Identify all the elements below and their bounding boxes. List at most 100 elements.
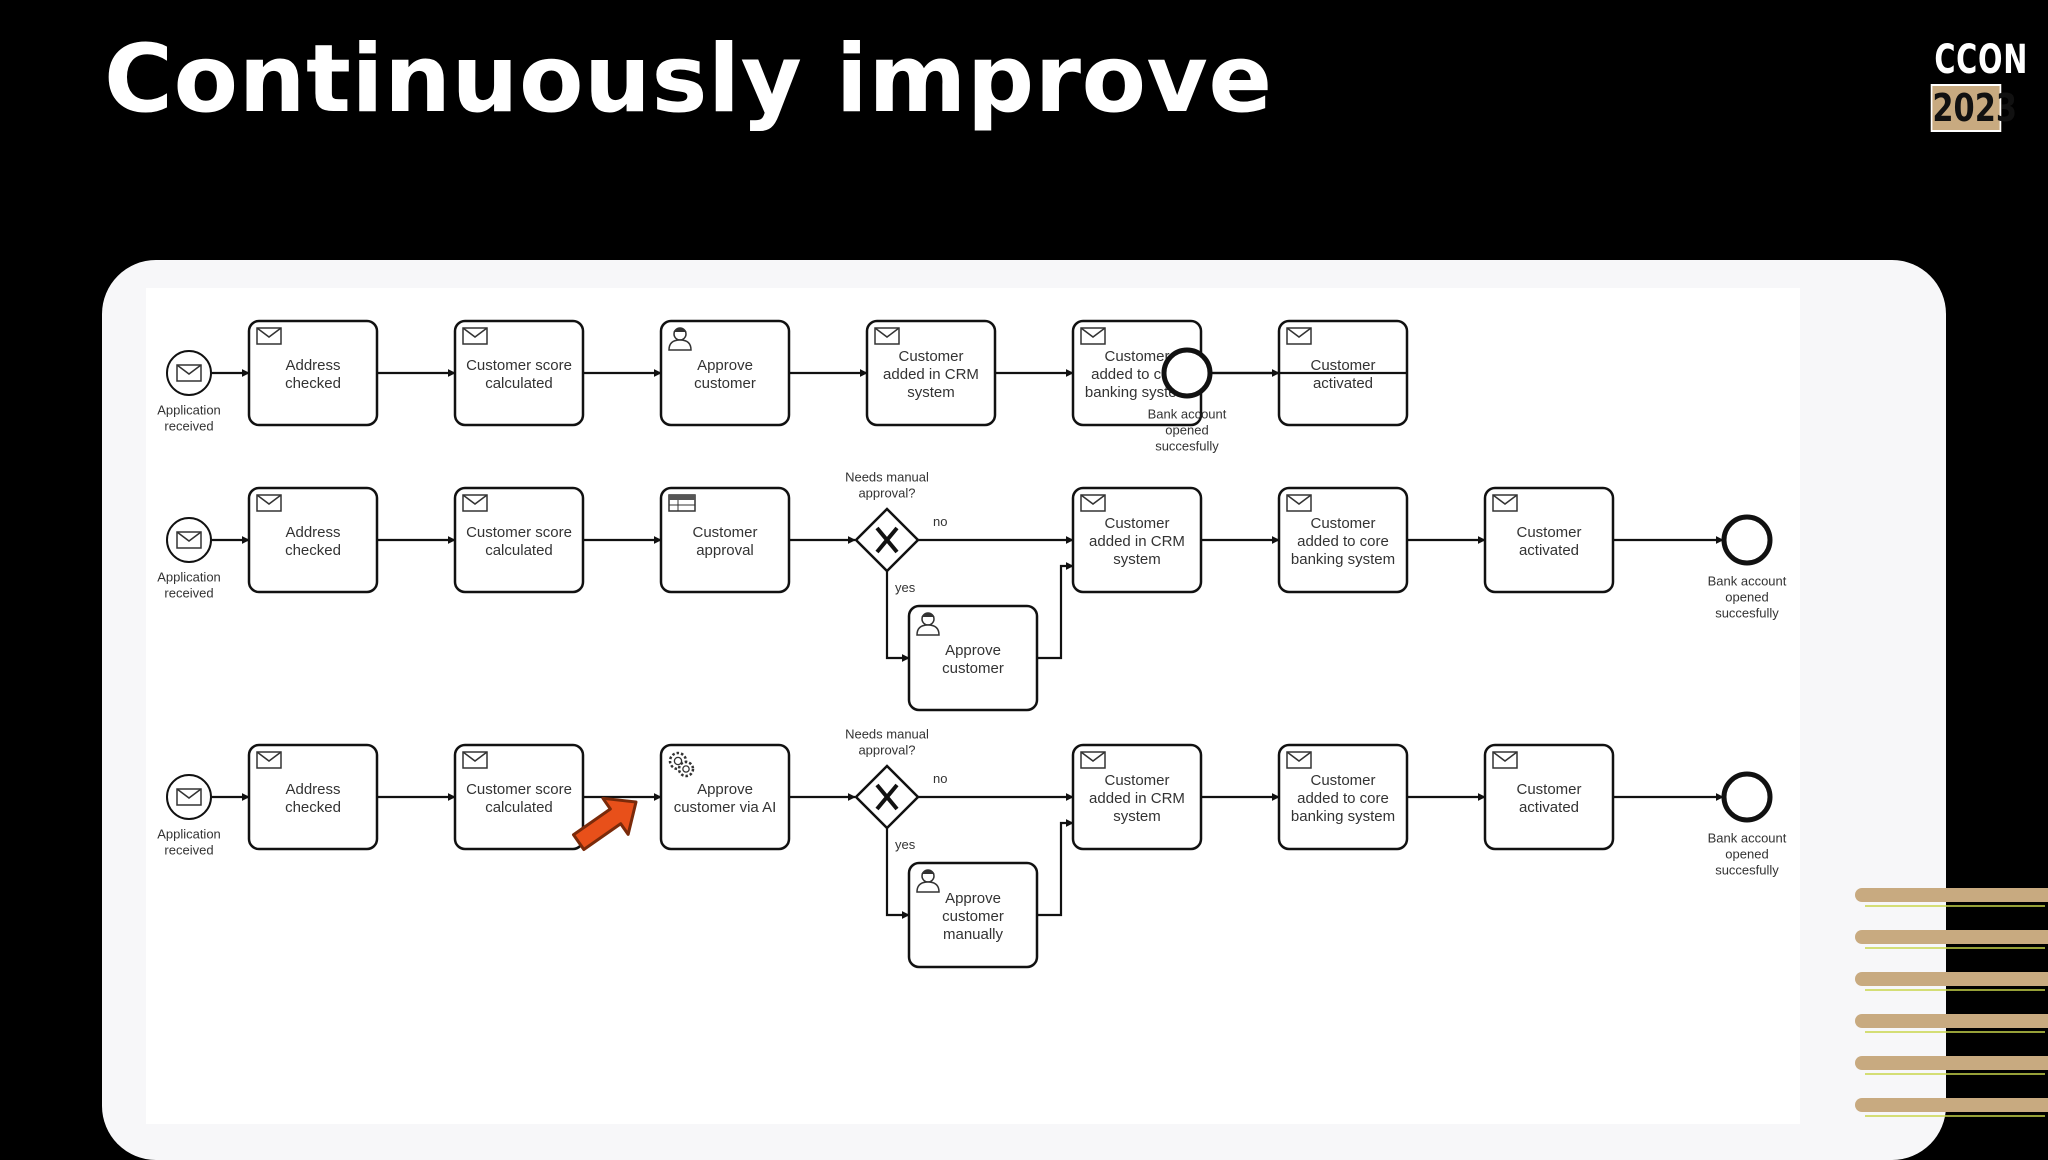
end-event-label-line: opened [1165, 422, 1208, 437]
task-label-line: Approve [945, 890, 1001, 907]
user-icon [668, 327, 692, 351]
task-label-line: Customer [1310, 515, 1375, 532]
task-label-line: calculated [485, 375, 553, 392]
end-event [1721, 514, 1773, 566]
gateway-yes-label: yes [895, 580, 916, 595]
task-label-line: calculated [485, 799, 553, 816]
gateway-label-line: Needs manual [845, 726, 929, 741]
deco-stripe [1855, 972, 2048, 986]
envelope-icon [256, 494, 282, 512]
envelope-flap [256, 494, 282, 505]
deco-stripe [1855, 1098, 2048, 1112]
envelope-flap [1492, 494, 1518, 505]
envelope-icon [1080, 751, 1106, 769]
gateway-no-label: no [933, 514, 947, 529]
task-label-line: Approve [697, 781, 753, 798]
gateway-label-line: approval? [858, 742, 915, 757]
end-event-label-line: opened [1725, 589, 1768, 604]
ccon-logo: CCON 2023 [1922, 36, 2027, 132]
envelope-icon [1286, 494, 1312, 512]
user-hair [921, 870, 935, 875]
task-label-line: added in CRM [1089, 533, 1185, 550]
envelope-icon [462, 751, 488, 769]
envelope-flap [1286, 494, 1312, 505]
end-event-label-line: succesfully [1155, 438, 1219, 453]
task-label-line: Customer [1104, 515, 1169, 532]
task-label-line: Customer [1310, 357, 1375, 374]
start-event-label-line: Application [157, 826, 221, 841]
deco-stripe [1855, 888, 2048, 902]
end-event-label-line: Bank account [1148, 406, 1227, 421]
task-label-line: Customer score [466, 781, 572, 798]
envelope-flap [1286, 751, 1312, 762]
gateway-label-line: approval? [858, 485, 915, 500]
task-label-line: added in CRM [1089, 790, 1185, 807]
gateway-no-label: no [933, 771, 947, 786]
start-event-label-line: Application [157, 402, 221, 417]
gateway-x-mark [875, 526, 899, 554]
envelope-flap [1492, 751, 1518, 762]
envelope-flap [176, 531, 202, 542]
task-label-line: Address [285, 781, 340, 798]
sequence-flow-arrow [885, 828, 910, 919]
envelope-flap [462, 494, 488, 505]
task-label-line: customer via AI [674, 799, 777, 816]
end-event [1721, 771, 1773, 823]
user-hair [921, 613, 935, 618]
task-label-line: customer [694, 375, 756, 392]
envelope-flap [874, 327, 900, 338]
envelope-icon [1080, 327, 1106, 345]
envelope-icon [1286, 751, 1312, 769]
task-label-line: Address [285, 357, 340, 374]
envelope-icon [1286, 327, 1312, 345]
end-event [1161, 347, 1213, 399]
task-label-line: Customer [1516, 524, 1581, 541]
task-label-line: Customer score [466, 524, 572, 541]
envelope-flap [1286, 327, 1312, 338]
decorative-stripes [1855, 888, 2048, 1117]
task-label-line: Customer [1104, 348, 1169, 365]
task-label-line: Approve [945, 642, 1001, 659]
envelope-icon [176, 531, 202, 549]
task-label-line: added in CRM [883, 366, 979, 383]
task-label-line: system [907, 384, 955, 401]
task-label-line: activated [1519, 542, 1579, 559]
task-label-line: manually [943, 926, 1004, 943]
envelope-icon [176, 364, 202, 382]
sequence-flow-arrow [1037, 819, 1074, 917]
task-label-line: Customer score [466, 357, 572, 374]
gear-large-hub [673, 756, 683, 766]
envelope-flap [462, 327, 488, 338]
table-header [669, 495, 695, 500]
user-body [916, 624, 940, 636]
task-label-line: added to core [1297, 790, 1389, 807]
start-event-label-line: received [164, 842, 213, 857]
bpmn-diagram: ApplicationreceivedAddresscheckedCustome… [157, 319, 1787, 969]
start-event-label-line: Application [157, 569, 221, 584]
task-label-line: added to core [1091, 366, 1183, 383]
envelope-flap [1080, 751, 1106, 762]
task-label-line: checked [285, 375, 341, 392]
end-event-label-line: Bank account [1708, 573, 1787, 588]
envelope-icon [256, 327, 282, 345]
